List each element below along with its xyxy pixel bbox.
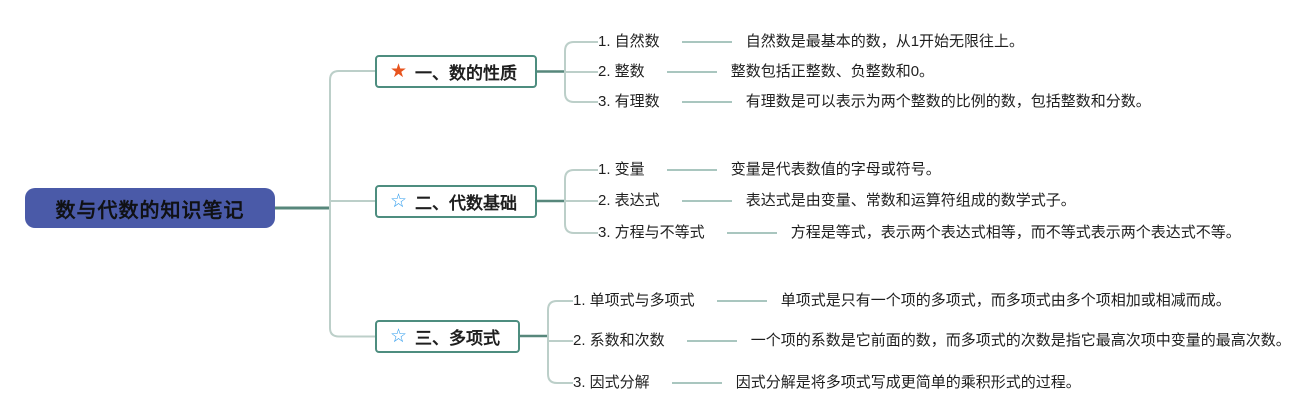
leaf-description[interactable]: 单项式是只有一个项的多项式，而多项式由多个项相加或相减而成。 [780,292,1231,309]
label-desc-connector [681,101,732,103]
leaf-label[interactable]: 1. 自然数 [598,33,660,50]
leaf-description[interactable]: 因式分解是将多项式写成更简单的乘积形式的过程。 [735,374,1081,391]
leaf-label[interactable]: 2. 整数 [598,63,645,80]
leaf-description[interactable]: 一个项的系数是它前面的数，而多项式的次数是指它最高次项中变量的最高次数。 [750,332,1291,349]
star-outline-icon: ☆ [390,326,408,347]
leaf-label[interactable]: 3. 因式分解 [573,374,650,391]
leaf-row: 3. 方程与不等式 方程是等式，表示两个表达式相等，而不等式表示两个表达式不等。 [598,223,1241,243]
root-node-label: 数与代数的知识笔记 [55,199,245,222]
label-desc-connector [681,41,732,43]
label-desc-connector [681,200,732,202]
leaf-description[interactable]: 变量是代表数值的字母或符号。 [730,161,941,178]
branch-node-daishujichu[interactable]: ☆ 二、代数基础 [375,185,537,218]
branch-node-duoxiangshi[interactable]: ☆ 三、多项式 [375,320,520,353]
label-desc-connector [666,169,717,171]
leaf-row: 2. 整数 整数包括正整数、负整数和0。 [598,62,934,82]
leaf-row: 3. 有理数 有理数是可以表示为两个整数的比例的数，包括整数和分数。 [598,92,1151,112]
label-desc-connector [666,71,717,73]
label-desc-connector [671,382,722,384]
leaf-label[interactable]: 3. 方程与不等式 [598,224,705,241]
label-desc-connector [716,300,767,302]
root-node[interactable]: 数与代数的知识笔记 [25,188,275,228]
leaf-row: 1. 变量 变量是代表数值的字母或符号。 [598,160,941,180]
leaf-description[interactable]: 表达式是由变量、常数和运算符组成的数学式子。 [745,192,1076,209]
connector-main-trunk [329,70,375,338]
leaf-label[interactable]: 2. 系数和次数 [573,332,665,349]
branch-node-shuxingzhi[interactable]: ★ 一、数的性质 [375,55,537,88]
leaf-label[interactable]: 3. 有理数 [598,93,660,110]
leaf-row: 3. 因式分解 因式分解是将多项式写成更简单的乘积形式的过程。 [573,373,1081,393]
leaf-description[interactable]: 有理数是可以表示为两个整数的比例的数，包括整数和分数。 [745,93,1151,110]
leaf-label[interactable]: 1. 变量 [598,161,645,178]
leaf-label[interactable]: 2. 表达式 [598,192,660,209]
star-outline-icon: ☆ [390,191,408,212]
label-desc-connector [726,232,777,234]
leaf-description[interactable]: 整数包括正整数、负整数和0。 [730,63,935,80]
leaf-description[interactable]: 方程是等式，表示两个表达式相等，而不等式表示两个表达式不等。 [790,224,1241,241]
leaf-row: 1. 自然数 自然数是最基本的数，从1开始无限往上。 [598,32,1024,52]
leaf-description[interactable]: 自然数是最基本的数，从1开始无限往上。 [745,33,1025,50]
leaf-row: 2. 系数和次数 一个项的系数是它前面的数，而多项式的次数是指它最高次项中变量的… [573,331,1307,351]
star-filled-icon: ★ [390,61,408,82]
leaf-row: 1. 单项式与多项式 单项式是只有一个项的多项式，而多项式由多个项相加或相减而成… [573,291,1231,311]
branch-label: 一、数的性质 [415,64,518,83]
leaf-label[interactable]: 1. 单项式与多项式 [573,292,695,309]
branch-label: 三、多项式 [415,329,501,348]
leaf-row: 2. 表达式 表达式是由变量、常数和运算符组成的数学式子。 [598,191,1076,211]
branch-label: 二、代数基础 [415,194,518,213]
label-desc-connector [686,340,737,342]
